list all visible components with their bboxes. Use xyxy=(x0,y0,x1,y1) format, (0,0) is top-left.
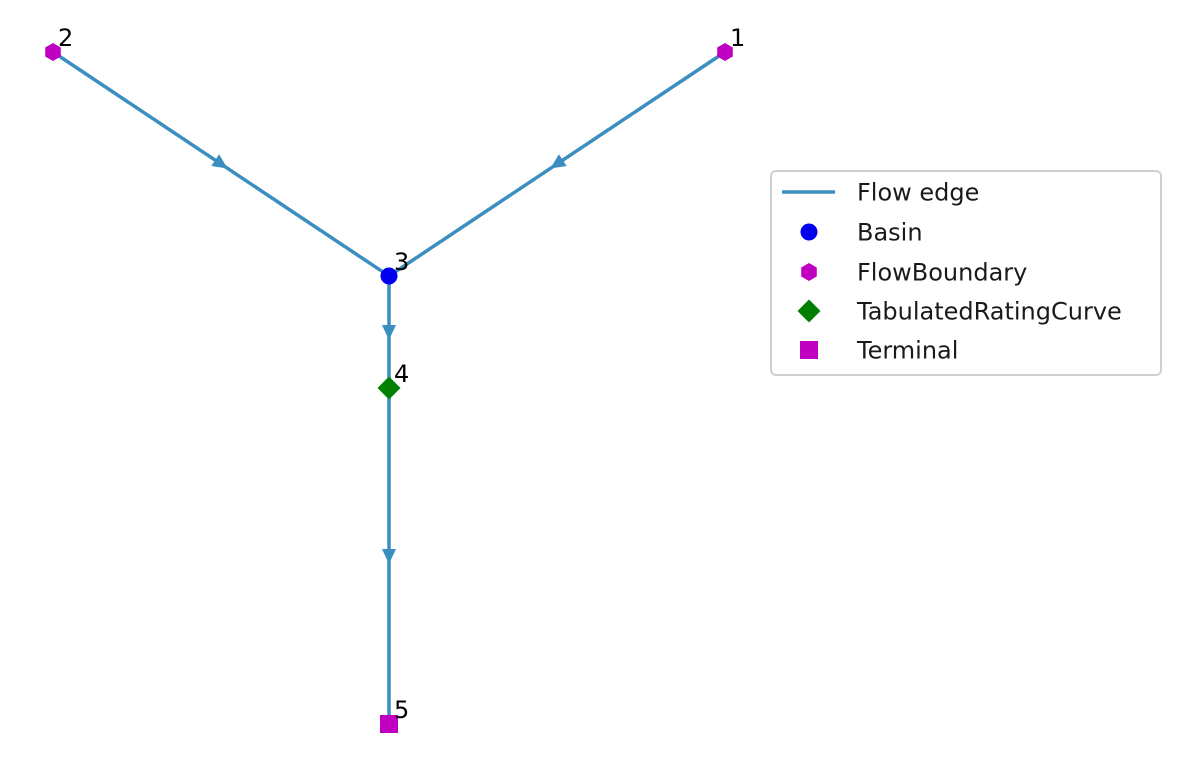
legend-label-tabulatedratingcurve: TabulatedRatingCurve xyxy=(856,298,1122,326)
legend-basin-symbol xyxy=(800,223,818,241)
node-4-tabulatedratingcurve-marker xyxy=(377,376,401,400)
legend-label-flowboundary: FlowBoundary xyxy=(857,259,1027,287)
node-2-flowboundary-marker xyxy=(45,43,61,61)
legend-label-flow-edge: Flow edge xyxy=(857,179,979,207)
legend-entries: Flow edgeBasinFlowBoundaryTabulatedRatin… xyxy=(782,179,1122,365)
node-1-flowboundary-marker xyxy=(717,43,733,61)
node-3-basin-marker xyxy=(380,267,398,285)
legend-terminal-symbol xyxy=(800,341,818,359)
legend-tabulatedratingcurve-symbol xyxy=(797,299,821,323)
legend-label-basin: Basin xyxy=(857,219,923,247)
legend: Flow edgeBasinFlowBoundaryTabulatedRatin… xyxy=(770,170,1162,376)
legend-label-terminal: Terminal xyxy=(856,337,958,365)
edges-layer xyxy=(52,50,726,724)
legend-frame xyxy=(770,170,1162,376)
node-4-label: 4 xyxy=(394,360,409,388)
node-labels-layer: 1 2 3 4 5 xyxy=(58,24,745,724)
node-2-label: 2 xyxy=(58,24,73,52)
flow-direction-arrow-1-3 xyxy=(550,154,567,169)
flow-direction-arrow-4-5 xyxy=(382,549,396,564)
node-3-label: 3 xyxy=(394,248,409,276)
flow-direction-arrow-3-4 xyxy=(382,325,396,340)
node-1-label: 1 xyxy=(730,24,745,52)
node-5-label: 5 xyxy=(394,696,409,724)
node-5-terminal-marker xyxy=(380,715,398,733)
nodes-layer xyxy=(45,43,733,733)
flow-direction-arrow-2-3 xyxy=(211,154,228,169)
legend-flowboundary-symbol xyxy=(801,263,817,281)
